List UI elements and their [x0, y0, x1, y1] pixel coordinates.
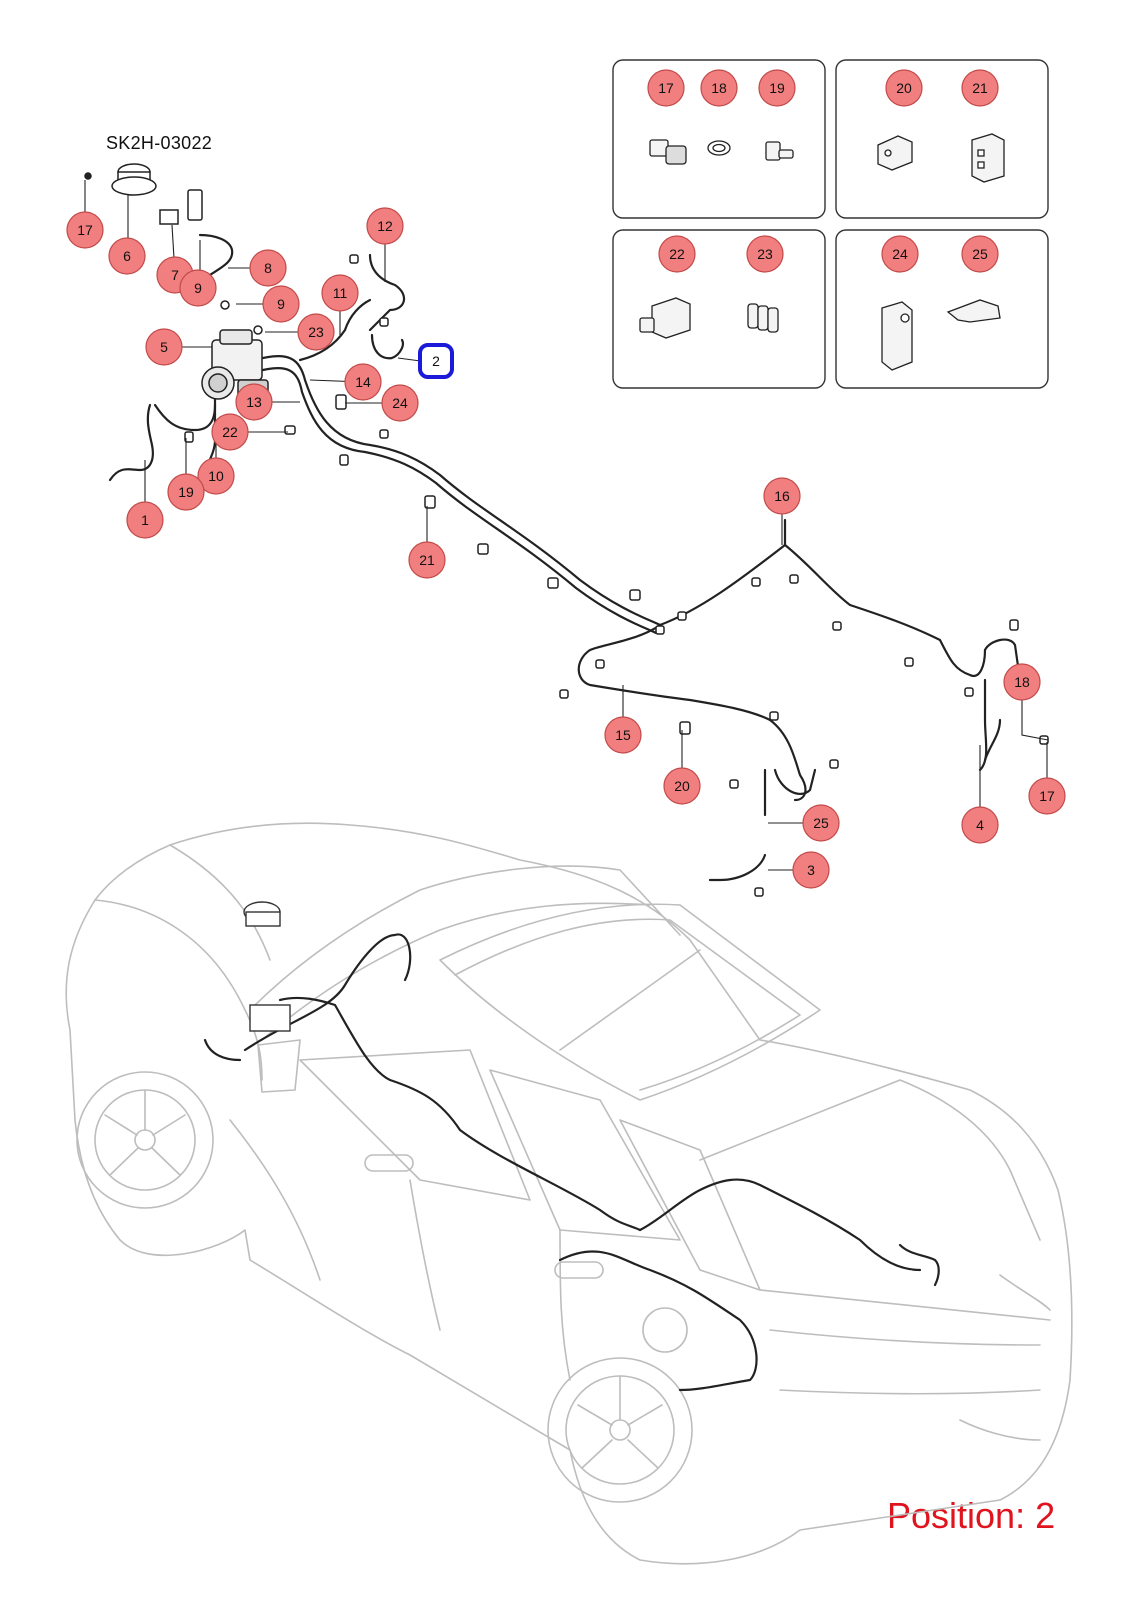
callout-19-label: 19 [178, 484, 194, 500]
callout-8[interactable]: 8 [249, 249, 287, 287]
callout-22-label: 22 [222, 424, 238, 440]
detail-box-a-callout-19[interactable]: 19 [758, 69, 796, 107]
detail-box-b-callout-21[interactable]: 21 [961, 69, 999, 107]
detail-box-c-callout-22-label: 22 [669, 246, 685, 262]
callout-4[interactable]: 4 [961, 806, 999, 844]
callout-13-label: 13 [246, 394, 262, 410]
callout-5[interactable]: 5 [145, 328, 183, 366]
detail-box-d-callout-25-label: 25 [972, 246, 988, 262]
callout-9[interactable]: 9 [262, 285, 300, 323]
part-25-bracket [946, 299, 1001, 323]
callout-5-label: 5 [160, 339, 168, 355]
callout-18[interactable]: 18 [1003, 663, 1041, 701]
detail-box-d-callout-24-label: 24 [892, 246, 908, 262]
part-18-washer [707, 140, 731, 156]
exploded-brake-lines [108, 233, 1022, 882]
callout-15[interactable]: 15 [604, 716, 642, 754]
callout-14[interactable]: 14 [344, 363, 382, 401]
callout-15-label: 15 [615, 727, 631, 743]
callout-10-label: 10 [208, 468, 224, 484]
callout-11[interactable]: 11 [321, 274, 359, 312]
callout-4-label: 4 [976, 817, 984, 833]
detail-box-a-callout-18-label: 18 [711, 80, 727, 96]
detail-box-a-callout-18[interactable]: 18 [700, 69, 738, 107]
callout-8-label: 8 [264, 260, 272, 276]
callout-9-label: 9 [277, 296, 285, 312]
position-label: Position: 2 [887, 1495, 1056, 1536]
part-17-bleeder [649, 139, 687, 165]
detail-boxes [612, 59, 1049, 389]
callout-19[interactable]: 19 [167, 473, 205, 511]
callout-2[interactable]: 2 [418, 343, 454, 379]
callout-25-label: 25 [813, 815, 829, 831]
detail-box-b-callout-20[interactable]: 20 [885, 69, 923, 107]
callout-21[interactable]: 21 [408, 541, 446, 579]
callout-14-label: 14 [355, 374, 371, 390]
detail-box-a-callout-19-label: 19 [769, 80, 785, 96]
part-23-clip [747, 303, 779, 333]
diagram-id: SK2H-03022 [106, 133, 213, 153]
callout-12[interactable]: 12 [366, 207, 404, 245]
callout-16[interactable]: 16 [763, 477, 801, 515]
detail-box-c [612, 229, 826, 389]
exploded-components [84, 163, 1049, 897]
callout-24-label: 24 [392, 395, 408, 411]
callout-24[interactable]: 24 [381, 384, 419, 422]
callout-1-label: 1 [141, 512, 149, 528]
detail-box-d [835, 229, 1049, 389]
detail-box-a-callout-17-label: 17 [658, 80, 674, 96]
callout-3-label: 3 [807, 862, 815, 878]
detail-box-b [835, 59, 1049, 219]
callout-9[interactable]: 9 [179, 269, 217, 307]
callout-17[interactable]: 17 [1028, 777, 1066, 815]
callout-23-label: 23 [308, 324, 324, 340]
callout-17[interactable]: 17 [66, 211, 104, 249]
callout-12-label: 12 [377, 218, 393, 234]
callout-6-label: 6 [123, 248, 131, 264]
callout-16-label: 16 [774, 488, 790, 504]
detail-box-c-callout-23-label: 23 [757, 246, 773, 262]
detail-box-c-callout-23[interactable]: 23 [746, 235, 784, 273]
callout-9-label: 9 [194, 280, 202, 296]
detail-box-b-callout-21-label: 21 [972, 80, 988, 96]
detail-box-d-callout-25[interactable]: 25 [961, 235, 999, 273]
callout-23[interactable]: 23 [297, 313, 335, 351]
detail-box-b-callout-20-label: 20 [896, 80, 912, 96]
part-24-retainer [881, 301, 913, 371]
part-22-connector [639, 297, 691, 339]
vehicle-mini-components [243, 901, 291, 1032]
detail-box-a-callout-17[interactable]: 17 [647, 69, 685, 107]
callout-11-label: 11 [333, 285, 348, 301]
part-21-clip [971, 133, 1005, 183]
callout-25[interactable]: 25 [802, 804, 840, 842]
detail-box-c-callout-22[interactable]: 22 [658, 235, 696, 273]
callout-20-label: 20 [674, 778, 690, 794]
callout-18-label: 18 [1014, 674, 1030, 690]
callout-10[interactable]: 10 [197, 457, 235, 495]
part-19-clip [765, 141, 794, 161]
callout-2-label: 2 [432, 353, 440, 369]
vehicle-outline [65, 822, 1073, 1565]
callout-1[interactable]: 1 [126, 501, 164, 539]
detail-box-d-callout-24[interactable]: 24 [881, 235, 919, 273]
callout-7-label: 7 [171, 267, 179, 283]
callout-17-label: 17 [77, 222, 93, 238]
callout-6[interactable]: 6 [108, 237, 146, 275]
vehicle-brake-lines [203, 933, 940, 1392]
callout-21-label: 21 [419, 552, 435, 568]
callout-13[interactable]: 13 [235, 383, 273, 421]
callout-3[interactable]: 3 [792, 851, 830, 889]
detail-parts [639, 133, 1005, 371]
callout-22[interactable]: 22 [211, 413, 249, 451]
part-20-block [877, 135, 913, 171]
callout-20[interactable]: 20 [663, 767, 701, 805]
callout-17-label: 17 [1039, 788, 1055, 804]
